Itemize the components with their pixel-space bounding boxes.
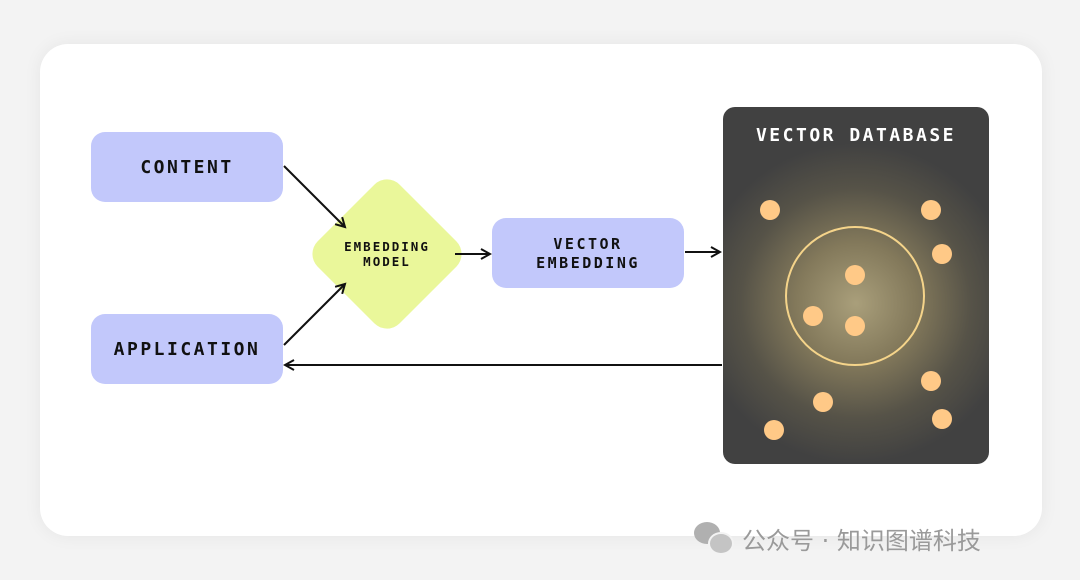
vector-point [921, 371, 941, 391]
vector-embedding-label-line-1: VECTOR [553, 234, 623, 253]
content-node: CONTENT [91, 132, 283, 202]
embedding-model-label-line-1: EMBEDDING [344, 239, 430, 254]
wechat-icon [694, 520, 734, 556]
vector-point [921, 200, 941, 220]
vector-point [845, 316, 865, 336]
watermark-text: 公众号 · 知识图谱科技 [742, 526, 981, 555]
vector-point [932, 409, 952, 429]
vector-database-title: VECTOR DATABASE [755, 125, 957, 146]
embedding-model-label-line-2: MODEL [363, 254, 411, 269]
vector-embedding-label-line-2: EMBEDDING [536, 253, 640, 272]
vector-point [932, 244, 952, 264]
embedding-model-label: EMBEDDING MODEL [310, 232, 464, 276]
vector-point [803, 306, 823, 326]
vector-database-node: VECTOR DATABASE [723, 107, 989, 464]
content-label: CONTENT [140, 156, 234, 178]
arrow-content-to-model [283, 165, 345, 227]
arrow-application-to-model [283, 284, 345, 346]
vector-point [845, 265, 865, 285]
application-node: APPLICATION [91, 314, 283, 384]
watermark: 公众号 · 知识图谱科技 [694, 518, 981, 558]
vector-embedding-node: VECTOR EMBEDDING [492, 218, 684, 288]
vector-point [813, 392, 833, 412]
vector-point [760, 200, 780, 220]
similarity-circle [785, 226, 925, 366]
vector-point [764, 420, 784, 440]
application-label: APPLICATION [113, 338, 261, 360]
